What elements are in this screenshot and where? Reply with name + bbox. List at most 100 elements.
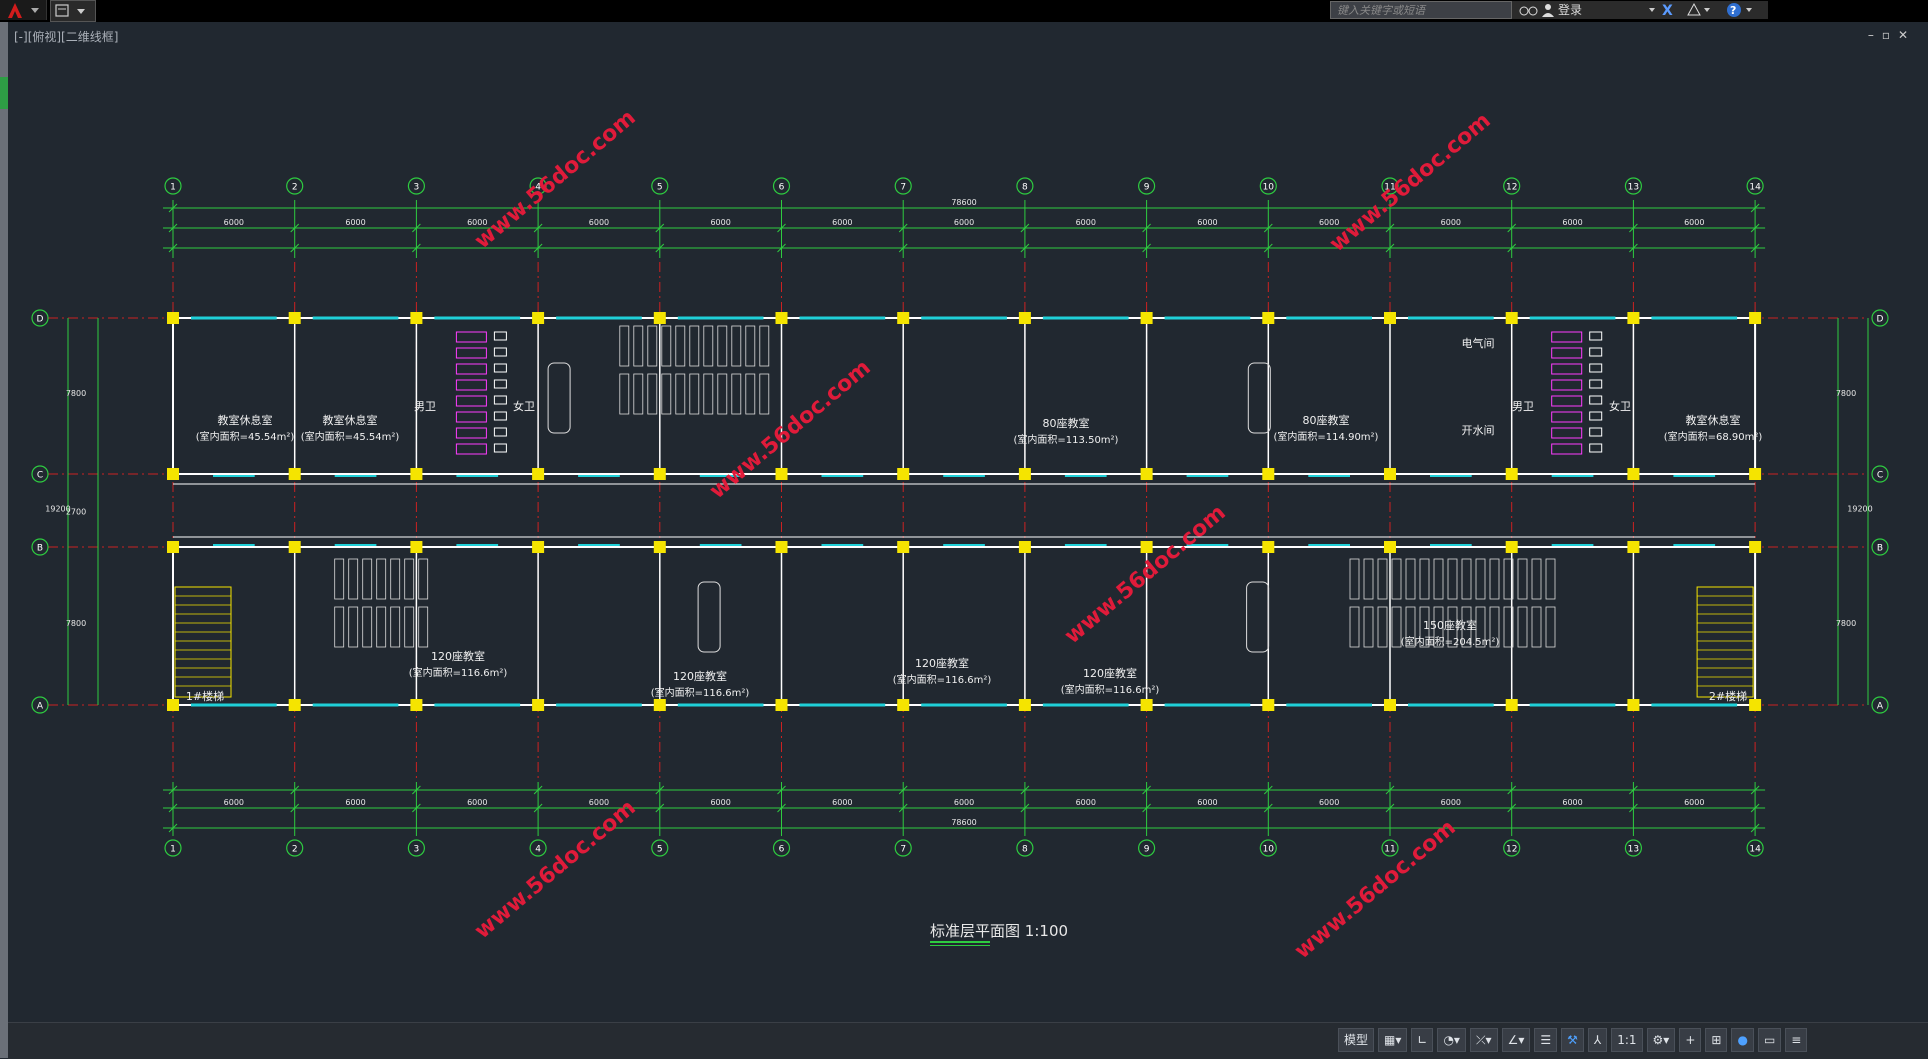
structural-column (1140, 541, 1153, 553)
help-icon[interactable]: ? (1727, 3, 1741, 17)
toilet-stall (1551, 331, 1583, 343)
search-input[interactable]: 键入关键字或短语 (1330, 1, 1512, 19)
structural-column (1627, 541, 1640, 553)
room-name: 80座教室 (1042, 417, 1090, 430)
grid-toggle-icon[interactable]: ▦▾ (1378, 1028, 1408, 1052)
podium (1247, 362, 1271, 434)
clean-screen-icon[interactable]: ▭ (1757, 1028, 1782, 1052)
workspace-icon (55, 4, 85, 17)
annotation-scale-icon[interactable]: ⅄ (1587, 1028, 1608, 1052)
desk (759, 325, 770, 367)
desk (1489, 558, 1500, 600)
binoculars-icon[interactable] (1519, 6, 1538, 16)
osnap-toggle-icon[interactable]: ⤫▾ (1469, 1028, 1498, 1052)
structural-column (1384, 699, 1396, 711)
isodraft-icon[interactable]: ∠▾ (1501, 1028, 1531, 1052)
customization-menu-icon[interactable]: ≡ (1785, 1028, 1808, 1052)
left-edge-strip (0, 22, 8, 1058)
grid-bubble (407, 177, 425, 195)
desk (1517, 558, 1528, 600)
grid-bubble (1259, 839, 1277, 857)
grid-bubble-label: B (1877, 544, 1883, 554)
dim-text: 6000 (1197, 218, 1217, 227)
toilet-stall (1551, 395, 1583, 407)
grid-bubble-label: 11 (1384, 845, 1395, 855)
dim-text: 6000 (1197, 798, 1217, 807)
structural-column (288, 699, 301, 711)
desk (619, 373, 630, 415)
grid-bubble-label: 10 (1263, 183, 1275, 193)
dim-text: 6000 (832, 798, 852, 807)
drawing-title-text: 标准层平面图 (930, 922, 1021, 940)
structural-column (775, 468, 788, 480)
exchange-icon[interactable]: X (1662, 3, 1673, 19)
grid-bubble (1137, 177, 1156, 195)
desk (745, 373, 756, 415)
desk (745, 325, 756, 367)
desk (1391, 558, 1402, 600)
desk (1489, 606, 1500, 648)
room-area: (室内面积=114.90m²) (1273, 432, 1379, 443)
annotation-visibility-icon[interactable]: ⚒ (1561, 1028, 1584, 1052)
south-room-label: 120座教室(室内面积=116.6m²) (398, 648, 518, 679)
grid-bubble (1381, 839, 1399, 857)
grid-bubble-label: 7 (900, 845, 906, 855)
structural-column (1018, 468, 1031, 480)
annotation-scale-value[interactable]: 1:1 (1611, 1028, 1643, 1052)
ortho-toggle-icon[interactable]: ∟ (1411, 1028, 1434, 1052)
lineweight-icon[interactable]: ☰ (1534, 1028, 1558, 1052)
stair (1696, 586, 1754, 698)
desk (647, 325, 658, 367)
workspace-gear-icon[interactable]: ⚙▾ (1646, 1028, 1676, 1052)
structural-column (410, 312, 423, 324)
isolate-icon[interactable]: ⊞ (1705, 1028, 1728, 1052)
status-bar: 模型 ▦▾ ∟ ◔▾ ⤫▾ ∠▾ ☰ ⚒ ⅄ 1:1 ⚙▾ + ⊞ ● ▭ ≡ (8, 1022, 1928, 1059)
desk (1405, 606, 1416, 648)
desk (1461, 606, 1472, 648)
grid-bubble (1381, 177, 1399, 195)
structural-column (1018, 541, 1031, 553)
user-icon[interactable] (1542, 4, 1554, 17)
model-space-button[interactable]: 模型 (1338, 1028, 1375, 1052)
desk (633, 325, 644, 367)
plus-icon[interactable]: + (1679, 1028, 1702, 1052)
toilet-fixture (493, 363, 507, 373)
application-menu-button[interactable] (0, 0, 47, 20)
structural-column (1140, 468, 1153, 480)
structural-column (1505, 468, 1518, 480)
structural-column (410, 468, 423, 480)
grid-bubble-label: 1 (170, 845, 176, 855)
desk (731, 325, 742, 367)
dim-text: 6000 (1441, 218, 1461, 227)
grid-bubble-label: 12 (1506, 845, 1517, 855)
login-link[interactable]: 登录 (1558, 3, 1583, 17)
toilet-stall (455, 379, 487, 391)
north-room-label: 80座教室(室内面积=114.90m²) (1266, 412, 1386, 443)
dim-text: 6000 (1076, 218, 1096, 227)
desk (759, 373, 770, 415)
toilet-fixture (493, 411, 507, 421)
structural-column (1505, 312, 1518, 324)
hardware-accel-icon[interactable]: ● (1731, 1028, 1754, 1052)
grid-bubble-label: 14 (1749, 183, 1761, 193)
grid-bubble-label: D (1877, 315, 1884, 325)
toilet-fixture (493, 427, 507, 437)
grid-bubble-label: 5 (657, 845, 663, 855)
room-name: 教室休息室 (1685, 414, 1741, 427)
a360-icon[interactable] (1687, 2, 1701, 16)
structural-column (532, 312, 545, 324)
viewport-window-controls[interactable]: –▫✕ (1867, 28, 1916, 42)
room-name: 开水间 (1461, 424, 1495, 437)
structural-column (653, 699, 666, 711)
toilet-fixture (1589, 363, 1603, 373)
quick-access-toolbar[interactable] (50, 0, 96, 22)
polar-toggle-icon[interactable]: ◔▾ (1437, 1028, 1466, 1052)
viewport-controls-label[interactable]: [-][俯视][二维线框] (14, 30, 119, 44)
grid-bubble (31, 538, 49, 556)
desk (376, 606, 387, 648)
stair (174, 586, 232, 698)
south-room-label: 120座教室(室内面积=116.6m²) (640, 668, 760, 699)
structural-column (1262, 541, 1275, 553)
grid-bubble (1871, 696, 1889, 714)
